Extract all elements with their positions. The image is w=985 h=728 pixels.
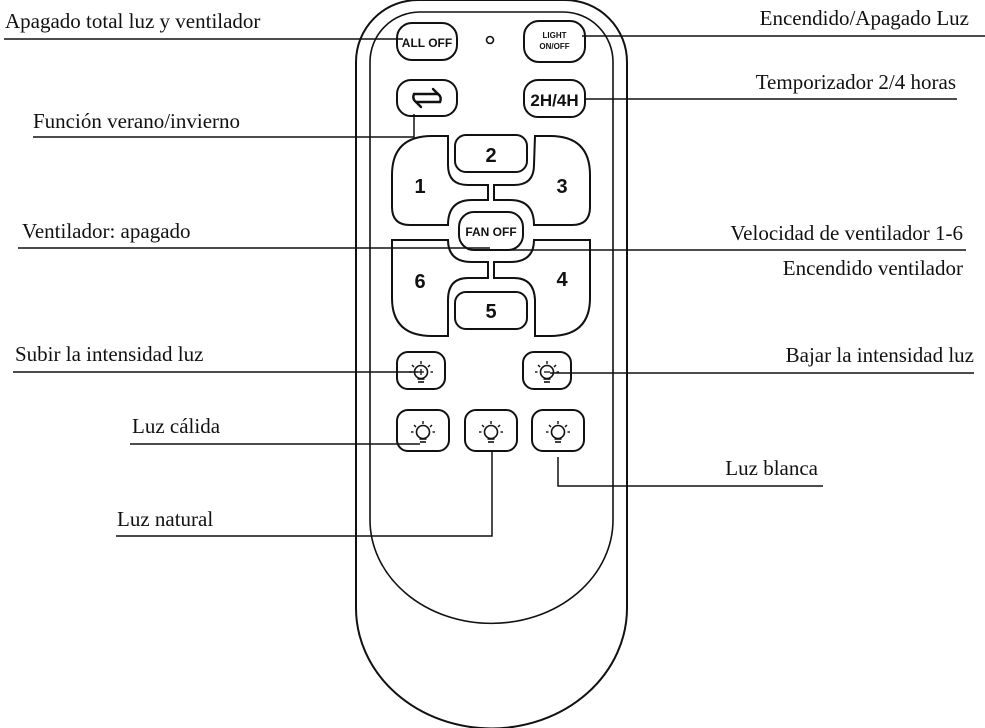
label-natural: Luz natural	[117, 507, 213, 531]
label-dim-down: Bajar la intensidad luz	[786, 343, 974, 367]
speed-label-2: 2	[485, 145, 496, 167]
label-fan-off: Ventilador: apagado	[22, 219, 191, 243]
bulb-plus-icon	[408, 360, 434, 383]
speed-pad	[391, 134, 591, 337]
light-button-label-line2: ON/OFF	[539, 42, 569, 51]
speed-label-5: 5	[485, 301, 496, 323]
speed-label-6: 6	[414, 271, 425, 293]
speed-button-4[interactable]	[493, 239, 591, 337]
label-season: Función verano/invierno	[33, 109, 240, 133]
all-off-button-label: ALL OFF	[402, 36, 452, 50]
season-swap-button[interactable]	[396, 79, 458, 117]
natural-light-button[interactable]	[464, 409, 518, 452]
swap-arrows-icon	[412, 87, 442, 109]
indicator-led	[485, 35, 495, 45]
leader-season	[33, 114, 415, 138]
leader-white	[557, 457, 823, 487]
speed-button-3[interactable]	[493, 135, 591, 226]
light-on-off-button[interactable]: LIGHT ON/OFF	[523, 20, 586, 63]
speed-button-5[interactable]	[454, 291, 528, 330]
light-button-label-line1: LIGHT	[543, 31, 567, 40]
speed-button-2[interactable]	[454, 134, 528, 173]
speed-button-6[interactable]	[391, 239, 489, 337]
label-fan-on: Encendido ventilador	[783, 256, 963, 280]
all-off-button[interactable]: ALL OFF	[396, 22, 458, 61]
label-light-onoff: Encendido/Apagado Luz	[760, 6, 969, 30]
warm-light-button[interactable]	[396, 409, 450, 452]
timer-button[interactable]: 2H/4H	[523, 79, 586, 118]
label-speed: Velocidad de ventilador 1-6	[730, 221, 963, 245]
speed-label-3: 3	[556, 176, 567, 198]
white-light-button[interactable]	[531, 409, 585, 452]
fan-off-button-label: FAN OFF	[465, 225, 516, 239]
label-all-off: Apagado total luz y ventilador	[5, 9, 260, 33]
dim-down-button[interactable]	[522, 351, 572, 390]
leader-natural	[116, 451, 493, 537]
label-white: Luz blanca	[725, 456, 818, 480]
label-warm: Luz cálida	[132, 414, 221, 438]
timer-button-label: 2H/4H	[530, 91, 578, 110]
leader-lines	[4, 35, 985, 537]
label-dim-up: Subir la intensidad luz	[15, 342, 203, 366]
speed-button-1[interactable]	[391, 135, 489, 226]
label-timer: Temporizador 2/4 horas	[756, 70, 956, 94]
speed-label-1: 1	[414, 176, 425, 198]
speed-label-4: 4	[556, 269, 568, 291]
bulb-minus-icon	[534, 360, 560, 383]
dim-up-button[interactable]	[396, 351, 446, 390]
